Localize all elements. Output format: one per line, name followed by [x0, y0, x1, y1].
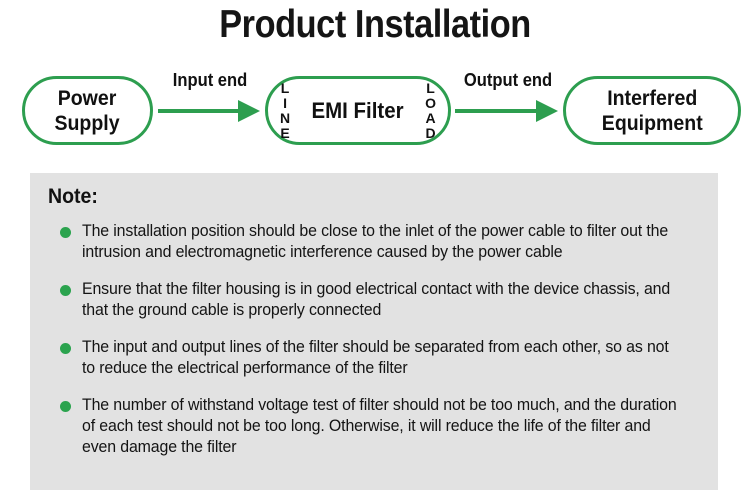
note-list-item: The input and output lines of the filter…	[46, 337, 700, 379]
node-power-supply-line1: Power	[58, 86, 117, 110]
input-arrow-shaft	[158, 109, 242, 113]
node-interfered-equipment-line2: Equipment	[601, 111, 703, 135]
emi-filter-line-marker: L I N E	[280, 79, 291, 141]
bullet-icon	[60, 401, 71, 412]
node-interfered-equipment-label: Interfered Equipment	[602, 86, 703, 136]
bullet-icon	[60, 343, 71, 354]
bullet-icon	[60, 227, 71, 238]
note-list: The installation position should be clos…	[46, 221, 700, 458]
output-arrow-head-icon	[536, 100, 558, 122]
input-arrow-label: Input end	[172, 70, 248, 90]
note-heading: Note:	[48, 185, 98, 208]
installation-flow-diagram: Power Supply Input end L I N E EMI Filte…	[0, 60, 750, 170]
output-arrow: Output end	[455, 70, 560, 126]
note-list-item: Ensure that the filter housing is in goo…	[46, 279, 700, 321]
node-interfered-equipment-line1: Interfered	[606, 86, 698, 110]
node-interfered-equipment: Interfered Equipment	[563, 76, 741, 145]
node-emi-filter-label: EMI Filter	[311, 98, 405, 123]
note-item-text: The number of withstand voltage test of …	[82, 396, 677, 456]
output-arrow-shaft	[455, 109, 540, 113]
node-power-supply-line2: Supply	[54, 111, 121, 135]
input-arrow-head-icon	[238, 100, 260, 122]
bullet-icon	[60, 285, 71, 296]
output-arrow-label: Output end	[463, 70, 552, 90]
emi-filter-load-marker: L O A D	[425, 79, 436, 141]
node-emi-filter: L I N E EMI Filter L O A D	[265, 76, 451, 145]
page-title: Product Installation	[219, 3, 531, 46]
node-power-supply: Power Supply	[22, 76, 153, 145]
note-list-item: The number of withstand voltage test of …	[46, 395, 700, 458]
note-item-text: The installation position should be clos…	[82, 222, 669, 261]
note-list-item: The installation position should be clos…	[46, 221, 700, 263]
note-item-text: The input and output lines of the filter…	[82, 338, 669, 377]
input-arrow: Input end	[158, 70, 262, 126]
note-item-text: Ensure that the filter housing is in goo…	[82, 280, 671, 319]
note-panel: Note: The installation position should b…	[30, 173, 718, 490]
node-power-supply-label: Power Supply	[55, 86, 120, 136]
